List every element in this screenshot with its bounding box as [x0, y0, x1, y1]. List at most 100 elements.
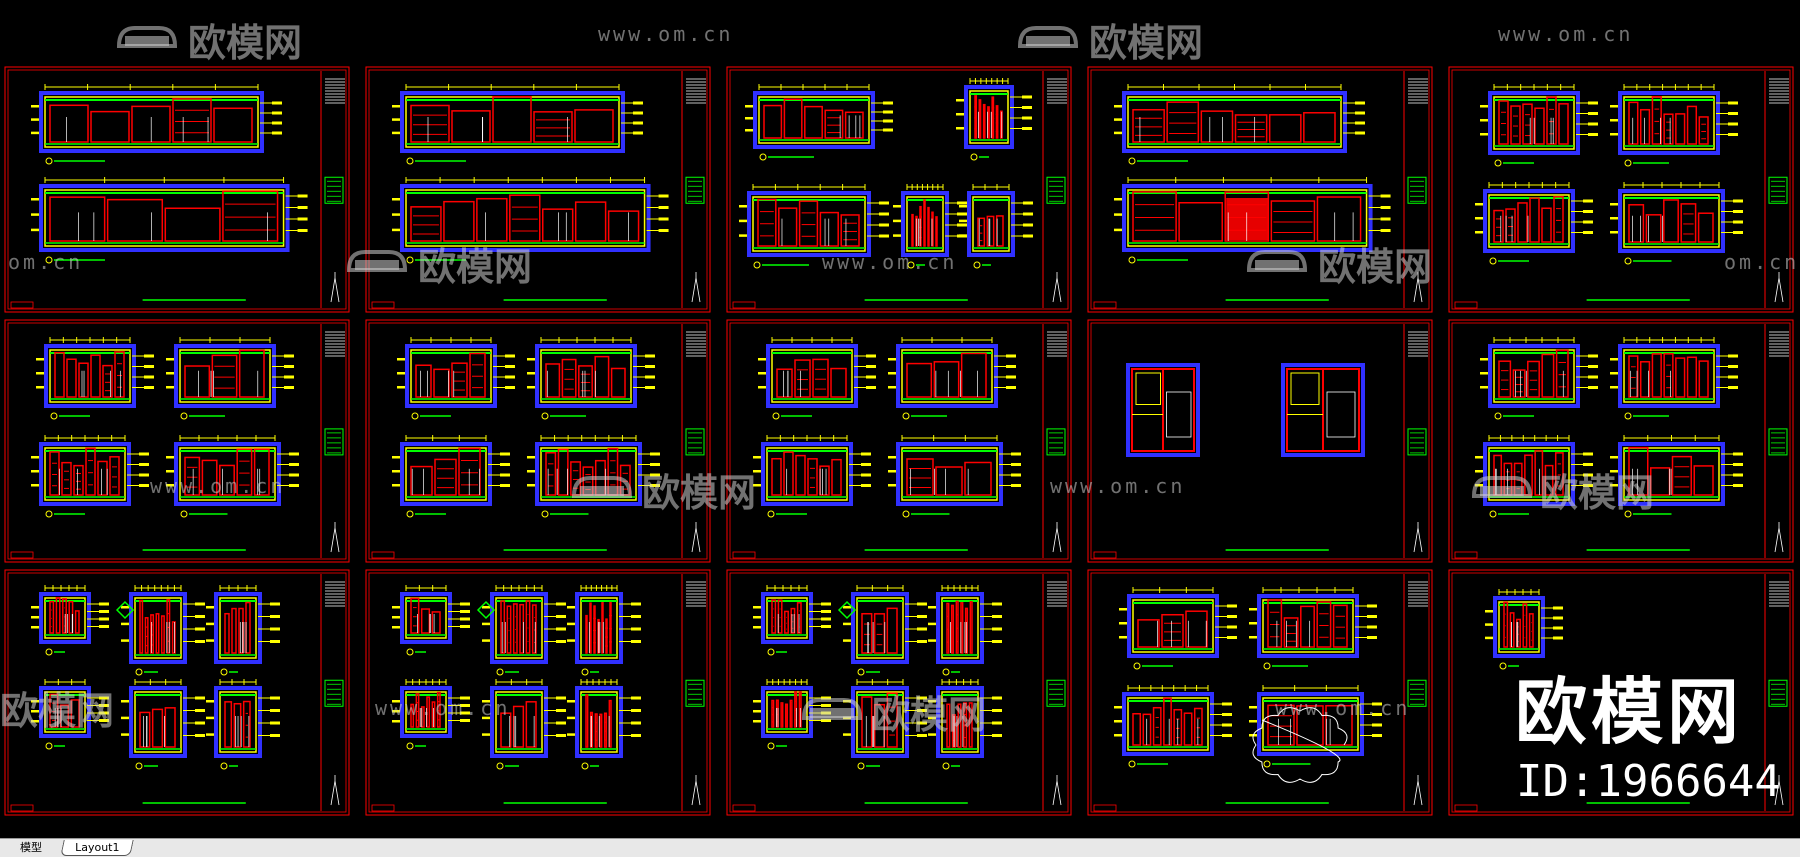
annotation-text [1355, 131, 1365, 135]
annotation-text [1480, 358, 1488, 361]
annotation-text [166, 386, 174, 389]
sheet-stamp [10, 301, 34, 309]
tab-layout1[interactable]: Layout1 [60, 840, 135, 856]
elevation-outline [400, 91, 625, 153]
wall-panel [861, 696, 873, 748]
annotation-text [1006, 354, 1016, 358]
tab-model-label: 模型 [20, 841, 42, 854]
wall-panel [1303, 112, 1336, 143]
annotation-text [992, 721, 1002, 725]
elevation-frame [1488, 447, 1570, 501]
sheet-border [1087, 569, 1433, 816]
cad-drawing-canvas[interactable] [0, 0, 1800, 838]
cad-model-viewport[interactable]: 欧模网 www.om.cn 欧模网 www.om.cn om.cn 欧模网 ww… [0, 0, 1800, 838]
figure-icon [1774, 522, 1784, 553]
annotation-text [992, 602, 1002, 606]
annotation-text [1733, 463, 1743, 466]
annotation-text [957, 212, 967, 216]
annotation-text [1114, 213, 1122, 216]
elevation-frame [540, 349, 632, 403]
drawing-sheet [1087, 319, 1433, 563]
figure-icon [691, 775, 701, 806]
view-marker [406, 256, 414, 264]
wall-panel [1663, 353, 1674, 398]
annotation-text [482, 733, 490, 736]
annotation-text [928, 733, 936, 736]
wall-panel [795, 454, 806, 496]
annotation-text [166, 484, 174, 487]
wall-panel [410, 703, 415, 728]
annotation-text [527, 386, 535, 389]
wall-panel [151, 708, 164, 748]
annotation-text [99, 704, 109, 707]
plan-fixture [1326, 391, 1356, 438]
wall-panel [512, 705, 525, 748]
elevation-outline [1483, 442, 1575, 506]
annotation-text [270, 734, 280, 737]
annotation-text [36, 372, 44, 375]
wall-panel [1300, 605, 1315, 648]
elevation-outline [936, 592, 984, 664]
sheet-border [1448, 569, 1794, 816]
sheet-inner-border [729, 572, 1069, 813]
elevation-frame [766, 691, 808, 733]
annotation-text [206, 606, 214, 609]
annotation-text [1475, 203, 1483, 206]
wall-panel [160, 615, 165, 654]
annotation-text [272, 111, 282, 115]
wall-panel [73, 464, 84, 496]
view-marker [767, 742, 775, 750]
wall-panel [831, 458, 842, 496]
wall-panel [968, 702, 973, 748]
annotation-text [1011, 452, 1021, 456]
annotation-text [284, 386, 294, 389]
sheet-stamp [732, 804, 756, 812]
annotation-text [1023, 201, 1033, 205]
annotation-text [888, 372, 896, 375]
annotation-text [631, 734, 641, 737]
wall-panel [66, 358, 77, 398]
sheet-inner-border [1090, 322, 1430, 560]
wall-panel [950, 604, 955, 654]
annotation-text [397, 372, 405, 375]
wall-panel [1517, 202, 1528, 243]
wall-panel [771, 457, 782, 496]
sheet-stamp [732, 551, 756, 559]
wall-panel [960, 352, 987, 398]
annotation-text [843, 733, 851, 736]
view-marker [1489, 510, 1497, 518]
wall-panel [150, 614, 155, 654]
annotation-text [879, 212, 889, 216]
title-block-cell [1768, 176, 1788, 204]
wall-panel [561, 358, 577, 398]
annotation-text [861, 463, 871, 466]
elevation-outline [400, 442, 492, 506]
elevation-outline [851, 592, 909, 664]
tab-model[interactable]: 模型 [10, 840, 52, 855]
plan-outline [1281, 363, 1365, 457]
elevation-frame [1493, 349, 1575, 403]
view-marker [220, 668, 228, 676]
annotation-text [460, 625, 470, 628]
annotation-text [992, 640, 1002, 643]
wall-panel [525, 600, 531, 654]
annotation-text [392, 720, 400, 723]
wall-panel [991, 96, 995, 139]
view-marker [541, 510, 549, 518]
annotation-text [500, 484, 510, 487]
drawing-sheet [4, 66, 350, 313]
annotation-text [99, 625, 109, 628]
annotation-text [992, 709, 1002, 712]
sheet-stamp [10, 804, 34, 812]
elevation-frame [44, 189, 285, 247]
wall-panel [222, 190, 279, 242]
view-marker [45, 157, 53, 165]
view-marker [541, 412, 549, 420]
watermark-brand: 欧模网 [1318, 245, 1433, 289]
wall-panel [1296, 705, 1324, 746]
annotation-text [843, 606, 851, 609]
annotation-text [1119, 622, 1127, 625]
view-marker [1489, 257, 1497, 265]
wall-panel [763, 104, 783, 139]
wall-panel [451, 362, 468, 398]
